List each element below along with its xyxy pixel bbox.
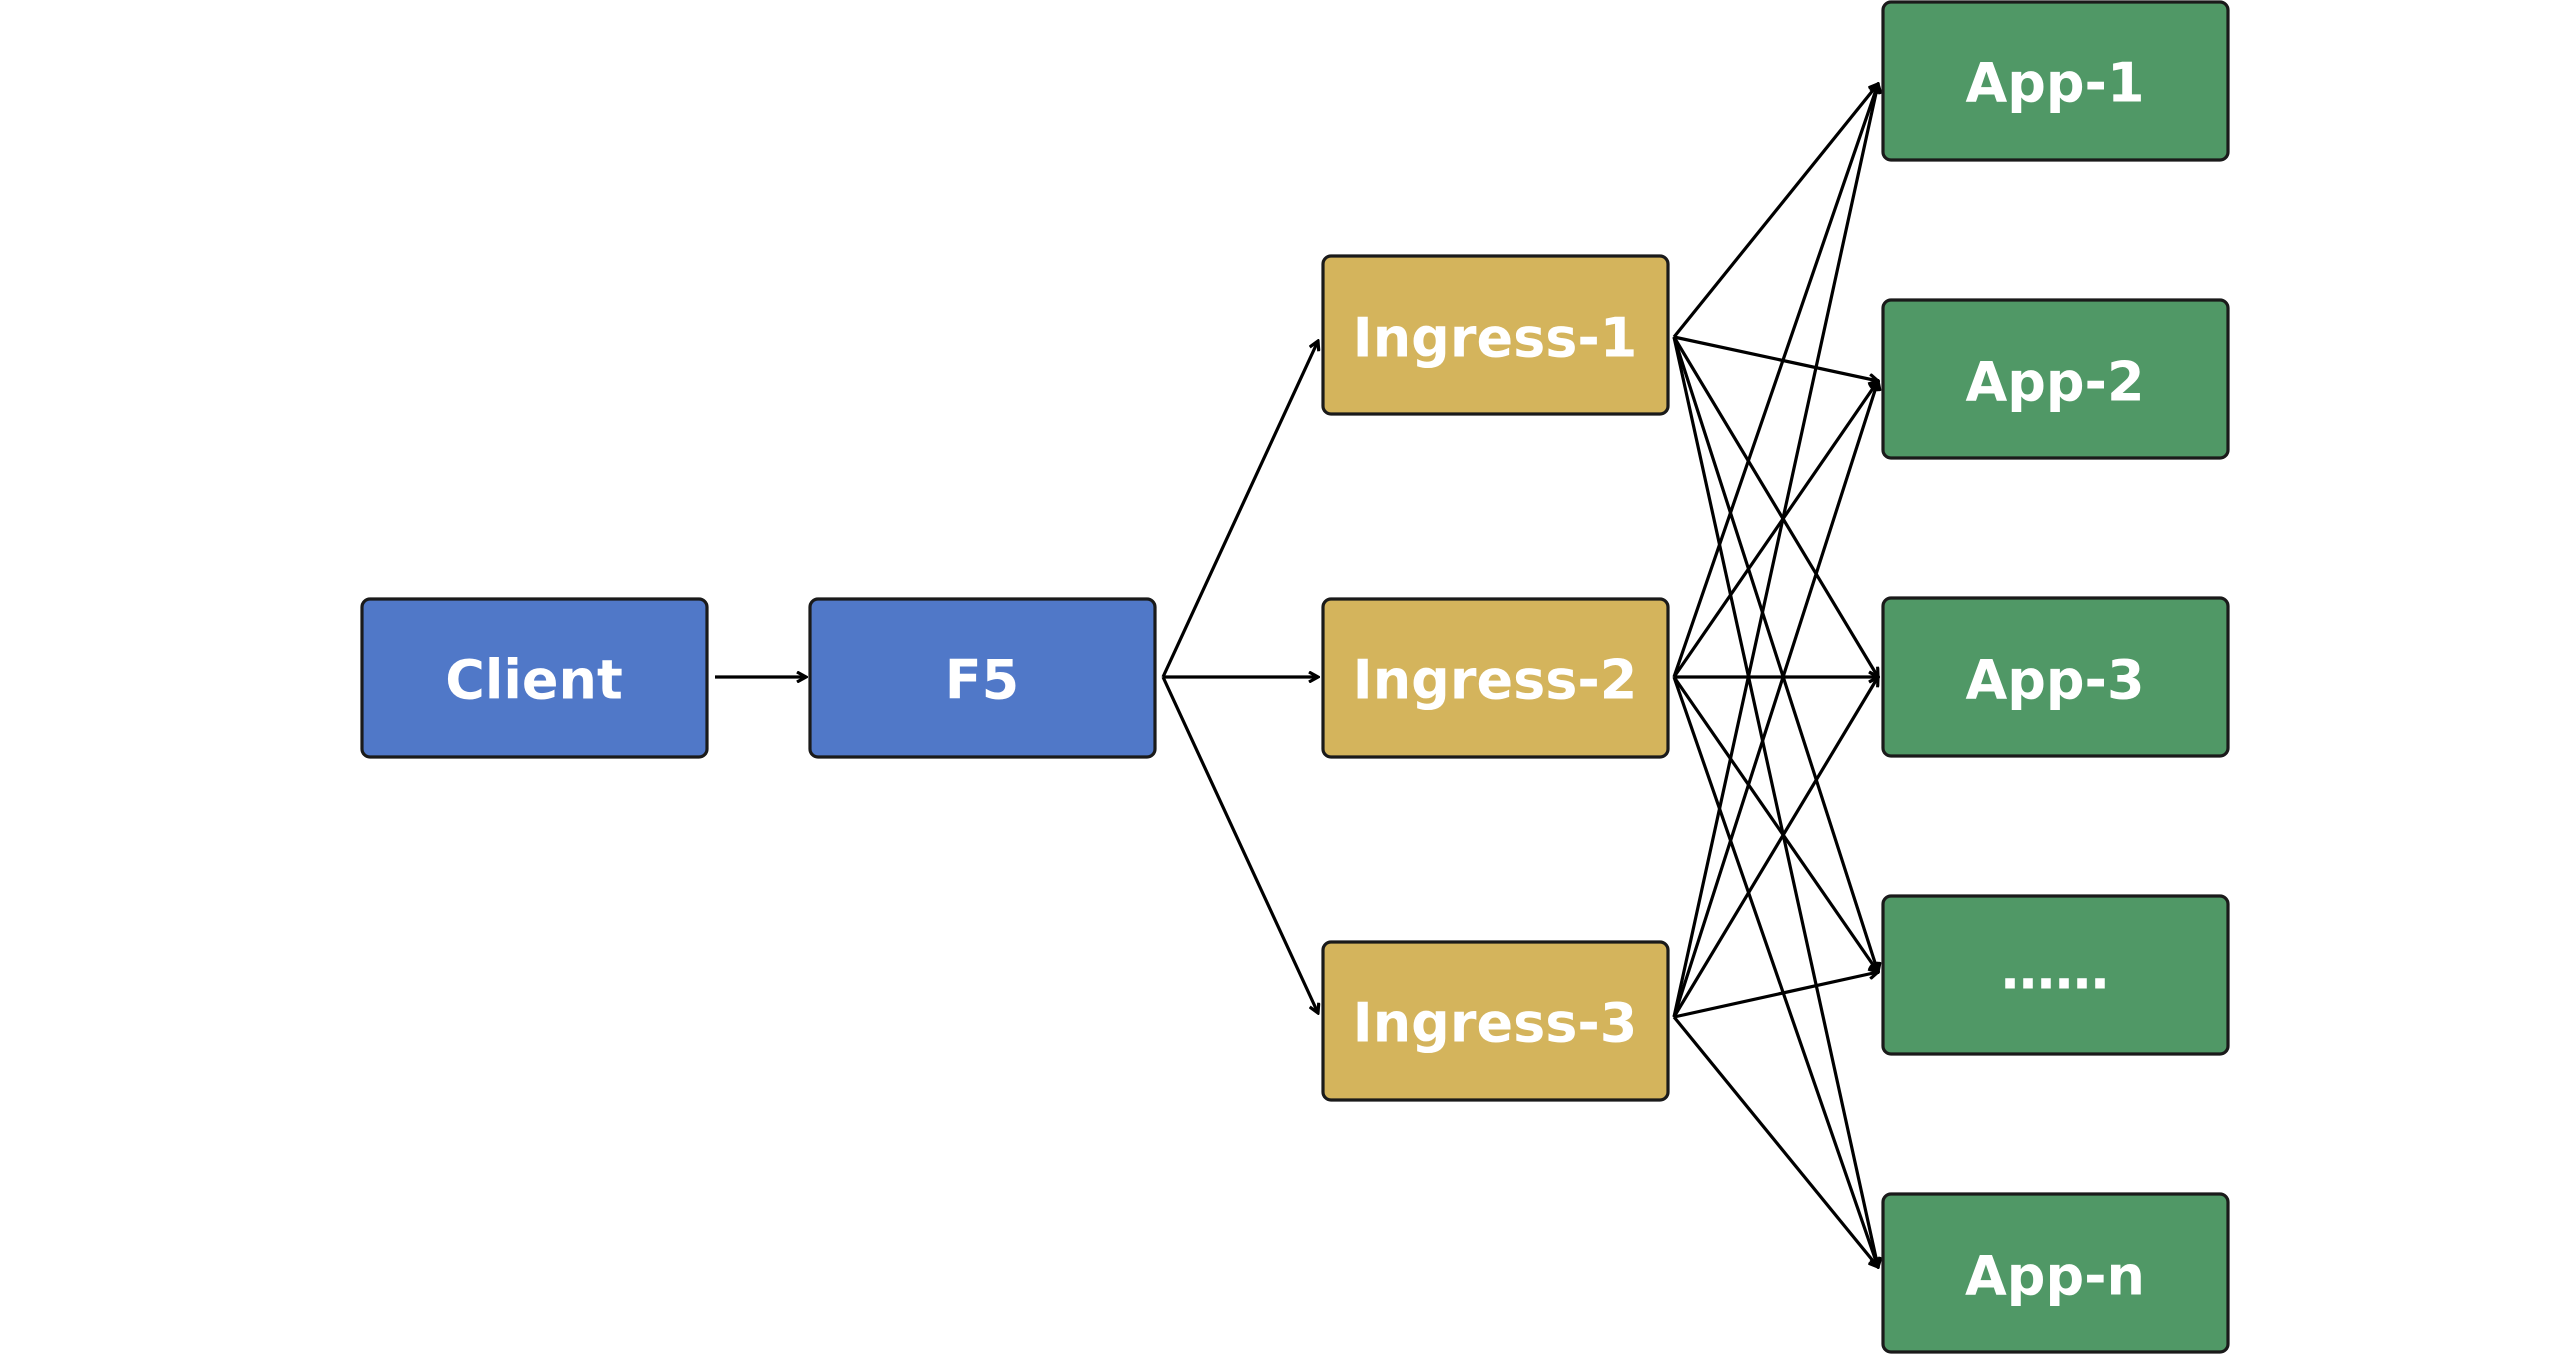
- ingress-2-label: Ingress-2: [1353, 649, 1638, 712]
- client-node: Client: [360, 597, 709, 759]
- edge-ingress1-to-app2: [1673, 335, 1878, 381]
- app-2-node: App-2: [1881, 298, 2230, 460]
- app-2-box: [1881, 298, 2230, 460]
- edge-layer: [715, 84, 1878, 1267]
- app-n-box: [1881, 1192, 2230, 1354]
- app-n-label: App-n: [1965, 1245, 2145, 1308]
- app-3-box: [1881, 596, 2230, 758]
- ingress-3-node: Ingress-3: [1321, 940, 1670, 1102]
- app-n-node: App-n: [1881, 1192, 2230, 1354]
- edge-f5-to-ingress1: [1161, 341, 1318, 678]
- edge-ingress3-to-appn: [1672, 1015, 1878, 1267]
- edge-ingress1-to-appn: [1672, 336, 1878, 1267]
- ingress-1-label: Ingress-1: [1353, 307, 1638, 370]
- edge-ingress3-to-app3: [1672, 677, 1878, 1018]
- ingress-3-box: [1321, 940, 1670, 1102]
- app-ellipsis-node: ……: [1881, 894, 2230, 1056]
- ingress-2-box: [1321, 597, 1670, 759]
- edge-ingress1-to-appdots: [1672, 336, 1878, 972]
- app-3-node: App-3: [1881, 596, 2230, 758]
- edge-ingress3-to-appdots: [1673, 972, 1878, 1019]
- f5-box: [808, 597, 1157, 759]
- edge-ingress1-to-app1: [1672, 84, 1878, 339]
- f5-node: F5: [808, 597, 1157, 759]
- edge-ingress2-to-app2: [1672, 381, 1878, 678]
- client-label: Client: [445, 649, 623, 712]
- f5-label: F5: [945, 649, 1019, 712]
- app-ellipsis-box: [1881, 894, 2230, 1056]
- app-1-node: App-1: [1881, 0, 2230, 162]
- app-1-label: App-1: [1965, 52, 2144, 115]
- app-1-box: [1881, 0, 2230, 162]
- node-layer: Client F5 Ingress-1 Ingress-2 Ingress-3 …: [360, 0, 2230, 1354]
- ingress-2-node: Ingress-2: [1321, 597, 1670, 759]
- edge-ingress3-to-app2: [1672, 381, 1878, 1018]
- edge-ingress1-to-app3: [1672, 336, 1878, 677]
- edge-ingress2-to-appdots: [1672, 676, 1878, 972]
- app-ellipsis-label: ……: [2001, 939, 2109, 1002]
- client-box: [360, 597, 709, 759]
- ingress-1-box: [1321, 254, 1670, 416]
- edge-ingress3-to-app1: [1672, 84, 1878, 1018]
- edge-ingress2-to-appn: [1672, 676, 1878, 1267]
- ingress-3-label: Ingress-3: [1353, 992, 1638, 1055]
- ingress-1-node: Ingress-1: [1321, 254, 1670, 416]
- app-2-label: App-2: [1965, 351, 2144, 414]
- edge-f5-to-ingress3: [1161, 676, 1318, 1013]
- edge-ingress2-to-app1: [1672, 84, 1878, 678]
- app-3-label: App-3: [1965, 649, 2144, 712]
